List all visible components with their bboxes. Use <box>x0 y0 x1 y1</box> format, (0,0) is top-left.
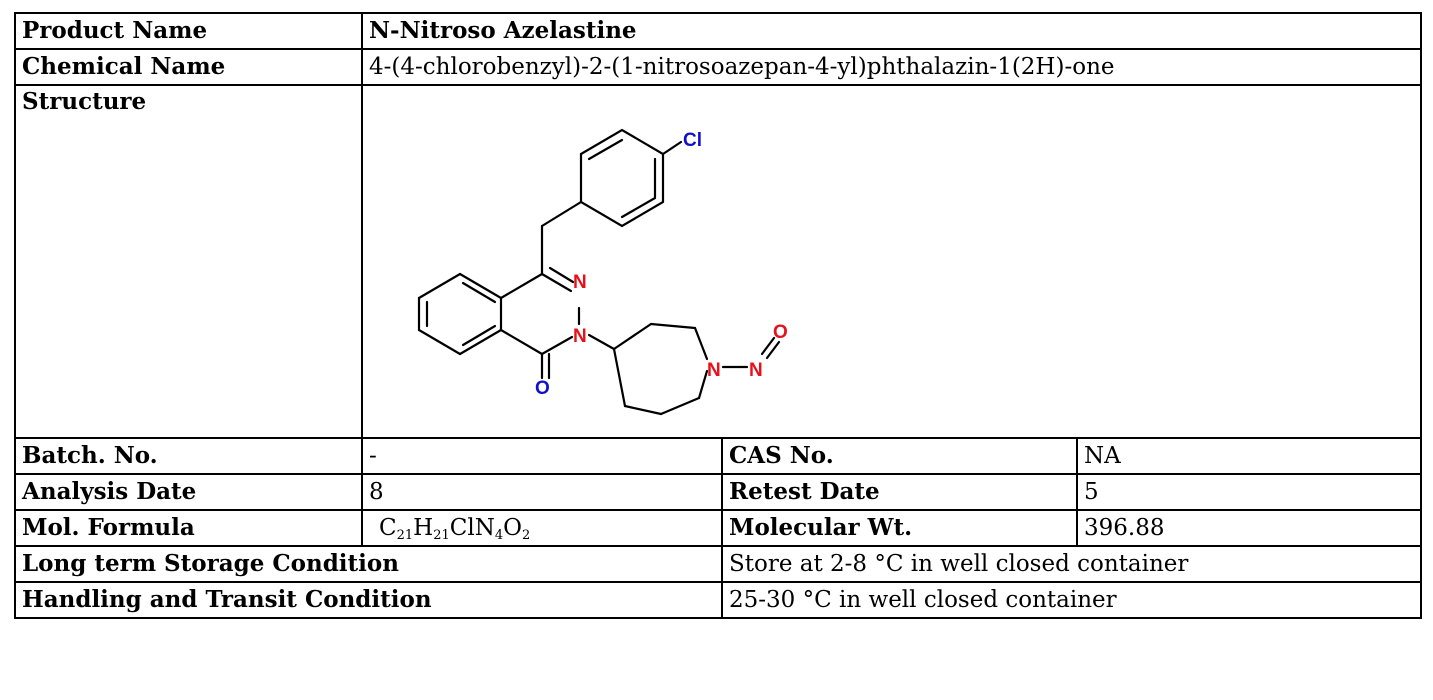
row-product-name: Product Name N-Nitroso Azelastine <box>14 12 1423 50</box>
row-chemical-name: Chemical Name 4-(4-chlorobenzyl)-2-(1-ni… <box>14 48 1423 86</box>
retest-date-label: Retest Date <box>721 473 1078 511</box>
atom-chlorine: Cl <box>683 130 702 151</box>
cas-no-value: NA <box>1075 437 1423 475</box>
molecular-wt-label: Molecular Wt. <box>721 509 1078 547</box>
batch-no-value: - <box>361 437 723 475</box>
atom-oxygen-carbonyl: O <box>535 378 550 399</box>
atom-oxygen-nitroso: O <box>773 322 788 343</box>
product-name-value: N-Nitroso Azelastine <box>360 12 1423 50</box>
analysis-date-label: Analysis Date <box>14 473 363 511</box>
row-storage: Long term Storage Condition Store at 2-8… <box>14 545 1423 583</box>
structure-cell: Cl N N O N N O <box>360 84 1423 439</box>
row-batch-cas: Batch. No. - CAS No. NA <box>14 437 1423 475</box>
row-dates: Analysis Date 8 Retest Date 5 <box>14 473 1423 511</box>
storage-value: Store at 2-8 °C in well closed container <box>720 545 1423 583</box>
chemical-structure-image: Cl N N O N N O <box>417 128 788 416</box>
coa-sheet: Product Name N-Nitroso Azelastine Chemic… <box>14 12 1423 619</box>
atom-nitrogen-nitroso: N <box>749 360 763 381</box>
molecular-wt-value: 396.88 <box>1075 509 1423 547</box>
chemical-name-value: 4-(4-chlorobenzyl)-2-(1-nitrosoazepan-4-… <box>360 48 1423 86</box>
product-name-label: Product Name <box>14 12 363 50</box>
mol-formula-value: C21H21ClN4O2 <box>361 509 723 547</box>
formula-h-count: 21 <box>433 528 450 543</box>
formula-o: O <box>503 515 522 541</box>
row-structure: Structure <box>14 84 1423 439</box>
mol-formula-label: Mol. Formula <box>14 509 363 547</box>
formula-c: C <box>379 515 397 541</box>
atom-nitrogen-1: N <box>573 272 587 293</box>
cas-no-label: CAS No. <box>721 437 1078 475</box>
handling-label: Handling and Transit Condition <box>14 581 723 619</box>
storage-label: Long term Storage Condition <box>14 545 723 583</box>
formula-h: H <box>413 515 434 541</box>
retest-date-value: 5 <box>1075 473 1423 511</box>
chemical-name-label: Chemical Name <box>14 48 363 86</box>
formula-cln: ClN <box>449 515 495 541</box>
formula-n-count: 4 <box>494 528 504 543</box>
row-handling: Handling and Transit Condition 25-30 °C … <box>14 581 1423 619</box>
batch-no-label: Batch. No. <box>14 437 363 475</box>
product-info-table: Product Name N-Nitroso Azelastine Chemic… <box>14 12 1423 619</box>
atom-nitrogen-2: N <box>573 326 587 347</box>
analysis-date-value: 8 <box>361 473 723 511</box>
atom-nitrogen-ring: N <box>707 360 721 381</box>
row-formula-weight: Mol. Formula C21H21ClN4O2 Molecular Wt. … <box>14 509 1423 547</box>
formula-o-count: 2 <box>522 528 531 543</box>
formula-c-count: 21 <box>396 528 414 543</box>
structure-label: Structure <box>14 84 363 439</box>
handling-value: 25-30 °C in well closed container <box>720 581 1423 619</box>
